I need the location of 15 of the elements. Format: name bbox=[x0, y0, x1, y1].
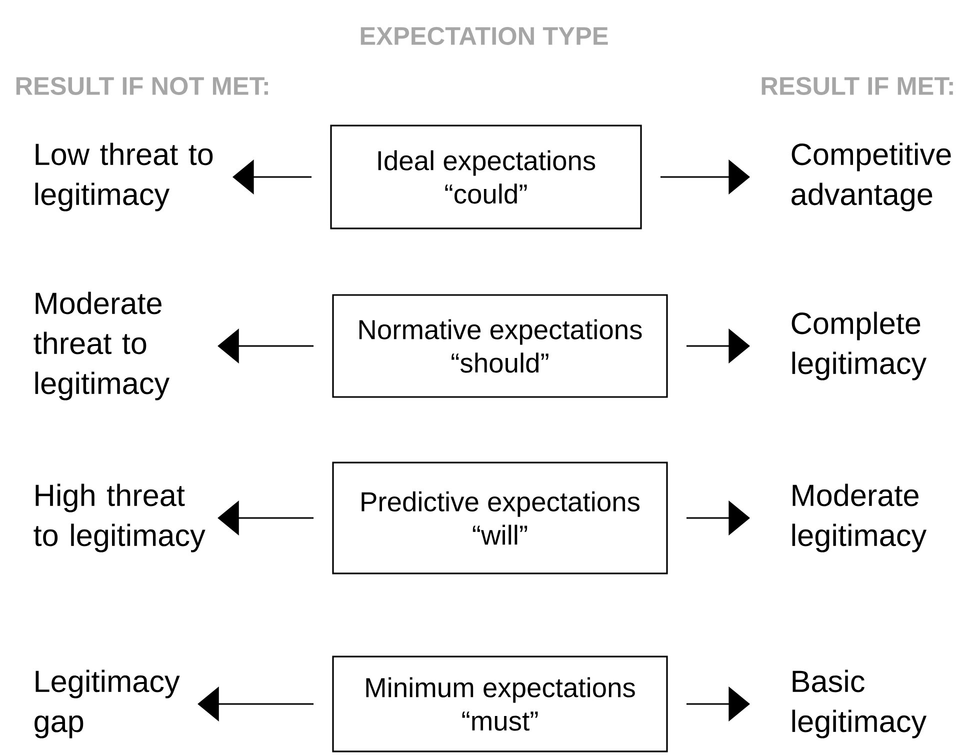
outcome-text: Moderate legitimacy bbox=[792, 484, 927, 552]
outcome-text: Basic legitimacy bbox=[792, 670, 927, 738]
column-heading: RESULT IF NOT MET: bbox=[16, 77, 268, 95]
process-box: Normative expectations “should” bbox=[332, 294, 668, 398]
process-box: Ideal expectations “could” bbox=[330, 124, 642, 230]
outcome-text: Competitive advantage bbox=[792, 142, 951, 212]
outcome-text: Moderate threat to legitimacy bbox=[34, 292, 170, 400]
outcome-text: Legitimacy gap bbox=[34, 670, 180, 738]
outcome-text: High threat to legitimacy bbox=[34, 484, 206, 552]
outcome-text: Complete legitimacy bbox=[792, 312, 927, 380]
heading: EXPECTATION TYPE bbox=[360, 27, 608, 45]
process-box: Predictive expectations “will” bbox=[332, 462, 668, 574]
column-heading: RESULT IF MET: bbox=[762, 77, 953, 95]
process-box: Minimum expectations “must” bbox=[332, 656, 668, 752]
outcome-text: Low threat to legitimacy bbox=[35, 142, 213, 212]
